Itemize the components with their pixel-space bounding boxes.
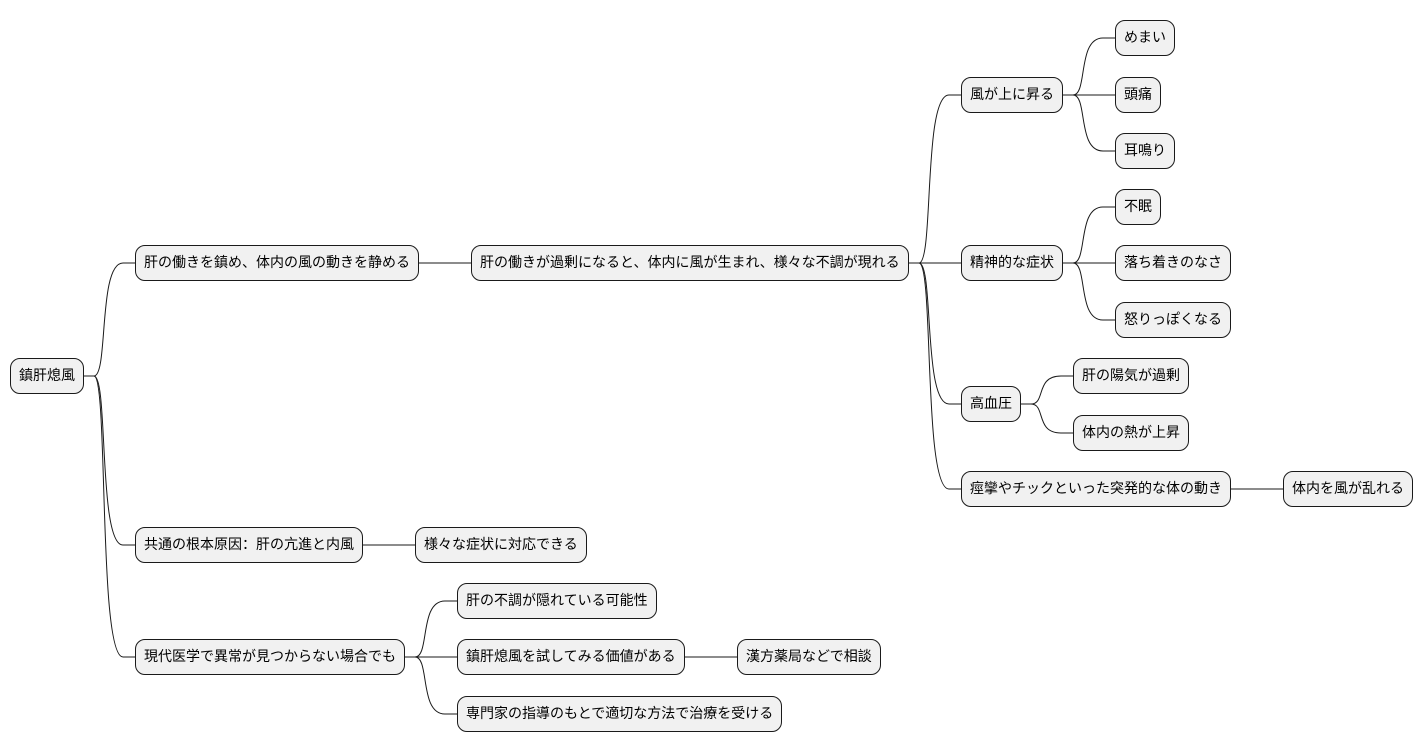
edge-s2-s2c (1063, 262, 1115, 321)
node-b1a: 肝の働きが過剰になると、体内に風が生まれ、様々な不調が現れる (471, 245, 909, 281)
edge-b1a-s1 (909, 94, 961, 264)
node-s4: 痙攣やチックといった突発的な体の動き (961, 471, 1231, 507)
node-b3b: 鎮肝熄風を試してみる価値がある (457, 639, 685, 675)
node-s3: 高血圧 (961, 386, 1021, 422)
edge-s3-s3b (1021, 403, 1073, 434)
edge-root-b1 (84, 262, 135, 377)
edge-s1-s1c (1063, 94, 1115, 152)
node-s1: 風が上に昇る (961, 77, 1063, 113)
node-b2: 共通の根本原因：肝の亢進と内風 (135, 527, 363, 563)
node-s1a: めまい (1115, 20, 1175, 56)
edge-s3-s3a (1021, 375, 1073, 405)
node-root: 鎮肝熄風 (10, 358, 84, 394)
node-s2a: 不眠 (1115, 189, 1161, 225)
node-b3b1: 漢方薬局などで相談 (737, 639, 881, 675)
node-b3: 現代医学で異常が見つからない場合でも (135, 639, 405, 675)
edge-b1a-s4 (909, 262, 961, 490)
edge-b3-b3a (405, 600, 457, 658)
edge-s2-s2a (1063, 206, 1115, 264)
node-b1: 肝の働きを鎮め、体内の風の動きを静める (135, 245, 419, 281)
edge-root-b3 (84, 375, 135, 658)
node-s1c: 耳鳴り (1115, 133, 1175, 169)
node-s4a: 体内を風が乱れる (1283, 471, 1413, 507)
edge-b1a-s3 (909, 262, 961, 405)
node-b2a: 様々な症状に対応できる (415, 527, 587, 563)
node-b3a: 肝の不調が隠れている可能性 (457, 583, 657, 619)
node-s2c: 怒りっぽくなる (1115, 302, 1231, 338)
node-s3a: 肝の陽気が過剰 (1073, 358, 1189, 394)
node-s2: 精神的な症状 (961, 245, 1063, 281)
node-s2b: 落ち着きのなさ (1115, 245, 1231, 281)
node-s1b: 頭痛 (1115, 77, 1161, 113)
edge-root-b2 (84, 375, 135, 546)
edge-b3-b3c (405, 656, 457, 715)
node-b3c: 専門家の指導のもとで適切な方法で治療を受ける (457, 696, 783, 732)
edge-s1-s1a (1063, 37, 1115, 96)
node-s3b: 体内の熱が上昇 (1073, 415, 1189, 451)
